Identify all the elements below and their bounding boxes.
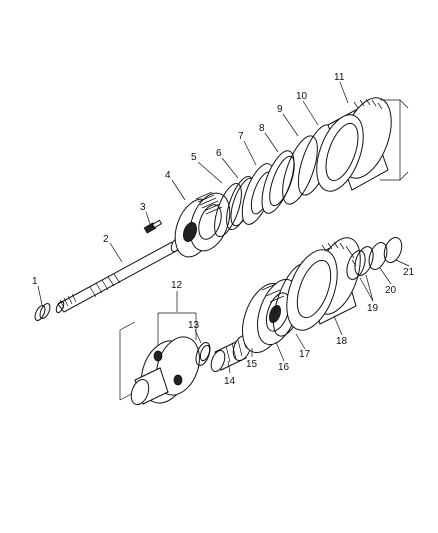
part-3-bolt (143, 219, 163, 234)
part-4-gear-carrier (174, 191, 231, 258)
part-5-thrust-ring (214, 182, 242, 238)
callout-17: 17 (299, 349, 311, 360)
callout-16: 16 (278, 362, 290, 373)
part-1-snap-rings (34, 303, 51, 321)
part-21-snap-ring (383, 236, 403, 264)
part-8-ring (261, 150, 295, 214)
callout-1: 1 (32, 276, 38, 287)
callout-4: 4 (165, 170, 171, 181)
callout-20: 20 (385, 285, 397, 296)
callout-19: 19 (367, 303, 379, 314)
callout-labels: 1 2 3 4 5 6 7 8 9 10 11 12 13 14 15 16 1… (32, 72, 415, 387)
callout-7: 7 (238, 131, 244, 142)
callout-15: 15 (246, 359, 258, 370)
callout-3: 3 (140, 202, 146, 213)
callout-11: 11 (334, 72, 345, 83)
part-2-input-shaft (55, 229, 193, 314)
callout-2: 2 (103, 234, 109, 245)
callout-18: 18 (336, 336, 348, 347)
part-13-washer (195, 342, 211, 366)
callout-14: 14 (224, 376, 236, 387)
callout-13: 13 (188, 320, 200, 331)
part-11-drum-housing (316, 97, 409, 192)
callout-10: 10 (296, 91, 308, 102)
callout-9: 9 (277, 104, 283, 115)
callout-6: 6 (216, 148, 222, 159)
leader-lines (37, 81, 410, 374)
part-18-clutch-drum (286, 237, 361, 331)
part-12-assembly (119, 312, 200, 406)
part-19-clutch-plates (346, 246, 374, 280)
callout-8: 8 (259, 123, 265, 134)
part-9-ring (282, 135, 318, 205)
callout-5: 5 (191, 152, 197, 163)
callout-12: 12 (171, 280, 183, 291)
callout-21: 21 (403, 267, 415, 278)
